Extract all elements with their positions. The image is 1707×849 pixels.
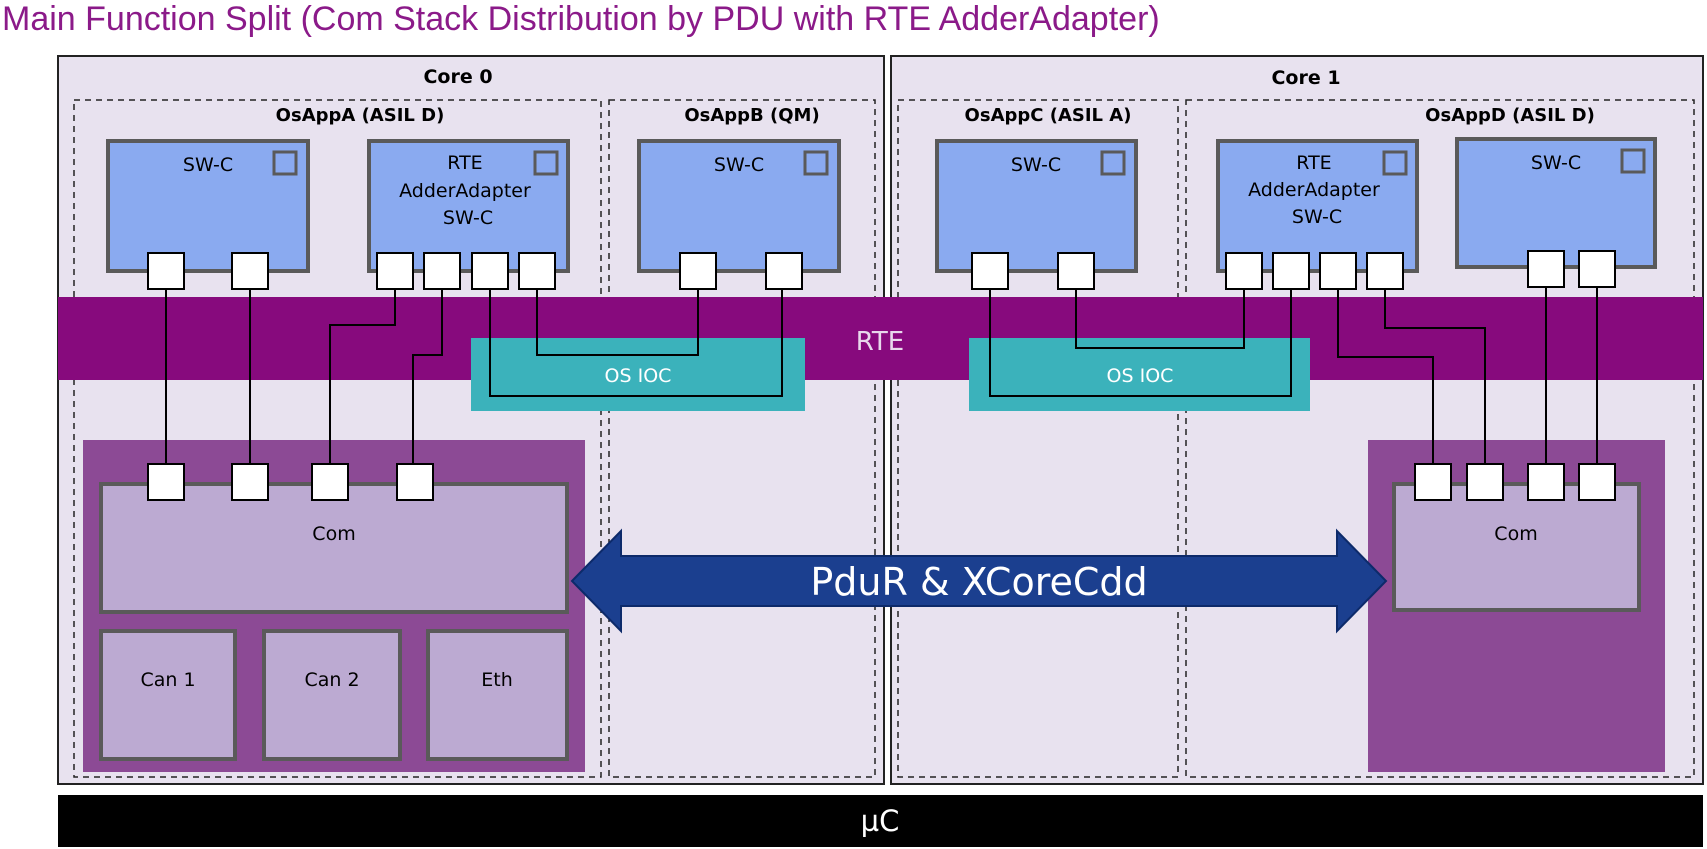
osapp-a-label: OsAppA (ASIL D)	[276, 105, 445, 126]
port	[1366, 252, 1404, 290]
port	[376, 252, 414, 290]
port	[518, 252, 556, 290]
swc-label: SW-C	[1011, 154, 1061, 176]
osapp-d-label: OsAppD (ASIL D)	[1425, 105, 1595, 126]
osapp-b-partition	[608, 99, 876, 778]
connection-line	[989, 270, 1292, 397]
com-label-left: Com	[312, 523, 355, 545]
port	[147, 463, 185, 501]
connection-line	[1075, 270, 1245, 349]
osapp-a-partition	[73, 99, 602, 778]
port	[1225, 252, 1263, 290]
port	[1272, 252, 1310, 290]
driver-box-can2	[262, 629, 402, 761]
connection-line	[1384, 288, 1486, 464]
osapp-c-label: OsAppC (ASIL A)	[965, 105, 1132, 126]
port	[679, 252, 717, 290]
arrow-label: PduR & XCoreCdd	[810, 560, 1147, 604]
com-box-left	[99, 482, 569, 614]
swc-label: SW-C	[183, 154, 233, 176]
osapp-d-partition	[1185, 99, 1695, 778]
swc-label: SW-C	[1531, 152, 1581, 174]
swc-box-d1-adder-adapter: RTE AdderAdapter SW-C	[1216, 139, 1419, 273]
osapp-c-partition	[897, 99, 1179, 778]
component-icon	[272, 150, 298, 176]
driver-box-eth	[426, 629, 569, 761]
connection-line	[536, 270, 699, 356]
driver-box-can1	[99, 629, 237, 761]
swc-box-d2: SW-C	[1455, 137, 1657, 269]
port	[1578, 463, 1616, 501]
mcu-label: µC	[861, 804, 900, 838]
rte-label: RTE	[856, 327, 904, 357]
swc-box-c1: SW-C	[935, 139, 1138, 273]
port	[1057, 252, 1095, 290]
com-label-right: Com	[1494, 523, 1537, 545]
port	[1319, 252, 1357, 290]
port	[1414, 463, 1452, 501]
port	[423, 252, 461, 290]
connection-line	[412, 288, 443, 464]
port	[147, 252, 185, 290]
pdur-xcorecdd-arrow	[570, 528, 1388, 634]
driver-label-can2: Can 2	[304, 669, 359, 691]
os-ioc-right	[969, 338, 1310, 411]
connection-lines	[165, 270, 1598, 464]
component-icon	[1382, 150, 1408, 176]
driver-label-eth: Eth	[481, 669, 513, 691]
connection-line	[329, 288, 396, 464]
port	[765, 252, 803, 290]
port	[311, 463, 349, 501]
connection-line	[1337, 288, 1434, 464]
port	[471, 252, 509, 290]
port	[1578, 250, 1616, 288]
diagram-title: Main Function Split (Com Stack Distribut…	[2, 0, 1160, 38]
swc-label: SW-C	[714, 154, 764, 176]
os-ioc-left	[471, 338, 805, 411]
connection-line	[489, 270, 783, 397]
port	[396, 463, 434, 501]
core-1-label: Core 1	[1271, 67, 1340, 89]
swc-label: RTE AdderAdapter SW-C	[399, 152, 537, 229]
os-ioc-right-label: OS IOC	[1107, 365, 1174, 387]
swc-box-a1: SW-C	[106, 139, 310, 273]
rte-band	[58, 297, 1703, 380]
swc-box-b1: SW-C	[637, 139, 841, 273]
component-icon	[1100, 150, 1126, 176]
com-box-right	[1392, 482, 1641, 612]
osapp-b-label: OsAppB (QM)	[684, 105, 819, 126]
mcu-bar	[58, 795, 1703, 847]
core-0-label: Core 0	[423, 66, 492, 88]
component-icon	[803, 150, 829, 176]
port	[971, 252, 1009, 290]
port	[231, 463, 269, 501]
port	[1527, 463, 1565, 501]
driver-label-can1: Can 1	[140, 669, 195, 691]
swc-label: RTE AdderAdapter SW-C	[1248, 152, 1386, 228]
os-ioc-left-label: OS IOC	[605, 365, 672, 387]
port	[1527, 250, 1565, 288]
swc-box-a2-adder-adapter: RTE AdderAdapter SW-C	[367, 139, 570, 273]
port	[231, 252, 269, 290]
component-icon	[533, 150, 559, 176]
component-icon	[1620, 148, 1646, 174]
port	[1466, 463, 1504, 501]
ports	[147, 250, 1616, 501]
